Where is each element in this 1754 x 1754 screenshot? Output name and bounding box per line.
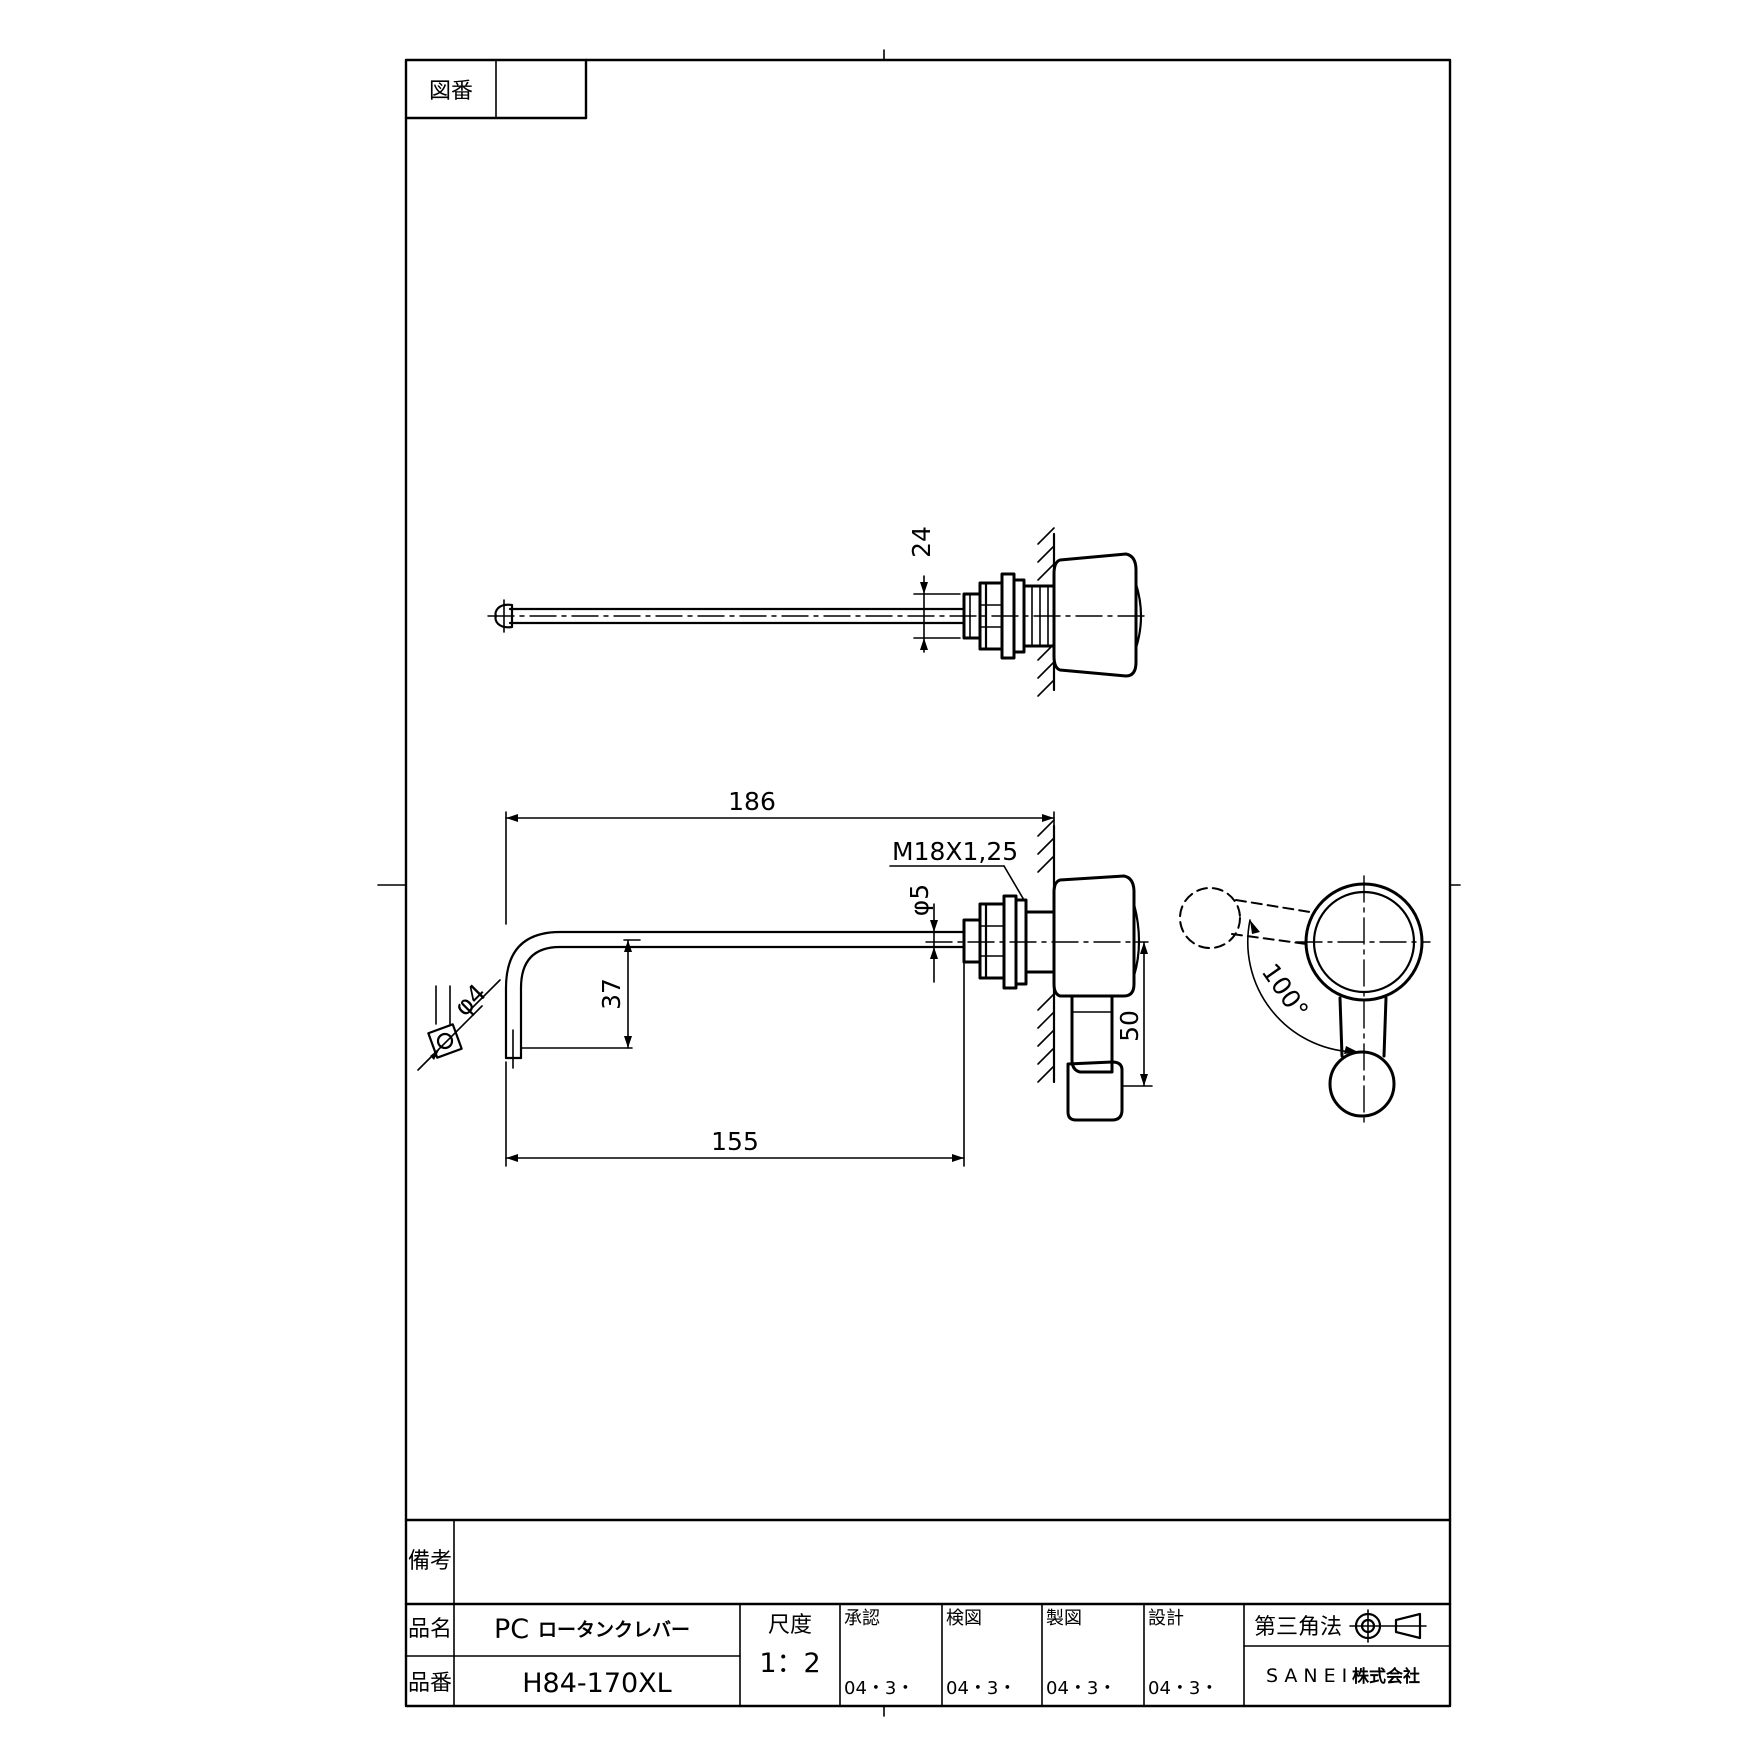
product-number: H84-170XL bbox=[522, 1668, 671, 1699]
product-name-suffix: ロータンクレバー bbox=[538, 1619, 690, 1641]
approval-label-0: 承認 bbox=[844, 1608, 880, 1629]
approval-label-1: 検図 bbox=[946, 1608, 982, 1629]
product-name-prefix: PC bbox=[494, 1614, 529, 1645]
company-name: SANEI bbox=[1266, 1665, 1353, 1687]
dim-37: 37 bbox=[597, 978, 626, 1010]
remarks-label: 備考 bbox=[408, 1549, 452, 1574]
projection-label: 第三角法 bbox=[1254, 1615, 1342, 1640]
dim-155: 155 bbox=[711, 1127, 759, 1156]
approval-date-2: 04・3・ bbox=[1046, 1678, 1116, 1699]
side-view: 100° bbox=[1179, 875, 1431, 1127]
company-suffix: 株式会社 bbox=[1352, 1666, 1420, 1687]
dim-phi5: φ5 bbox=[905, 884, 934, 916]
product-number-label: 品番 bbox=[408, 1671, 452, 1696]
approval-date-0: 04・3・ bbox=[844, 1678, 914, 1699]
top-view: 24 bbox=[487, 526, 1149, 697]
drawing-number-box: 図番 bbox=[404, 58, 588, 120]
front-view: 186 M18X1,25 φ5 37 50 155 bbox=[417, 787, 1153, 1167]
dim-100deg: 100° bbox=[1256, 958, 1314, 1024]
centering-marks bbox=[377, 49, 1461, 1717]
dim-50: 50 bbox=[1115, 1010, 1144, 1042]
dim-phi4: φ4 bbox=[448, 978, 491, 1021]
approval-date-3: 04・3・ bbox=[1148, 1678, 1218, 1699]
scale-value: 1：2 bbox=[759, 1648, 820, 1679]
product-name-label: 品名 bbox=[408, 1617, 452, 1642]
drawing-number-label: 図番 bbox=[429, 79, 473, 104]
title-block: 備考 品名 品番 PC ロータンクレバー H84-170XL 尺度 1：2 承認… bbox=[404, 1518, 1452, 1707]
scale-label: 尺度 bbox=[768, 1613, 812, 1638]
third-angle-projection-icon bbox=[1349, 1609, 1427, 1643]
drawing-border bbox=[404, 58, 1452, 1708]
dim-186: 186 bbox=[728, 787, 776, 816]
dim-thread: M18X1,25 bbox=[892, 837, 1018, 866]
approval-date-1: 04・3・ bbox=[946, 1678, 1016, 1699]
approval-label-2: 製図 bbox=[1046, 1608, 1082, 1629]
dim-24: 24 bbox=[907, 526, 936, 558]
approval-label-3: 設計 bbox=[1148, 1608, 1184, 1629]
